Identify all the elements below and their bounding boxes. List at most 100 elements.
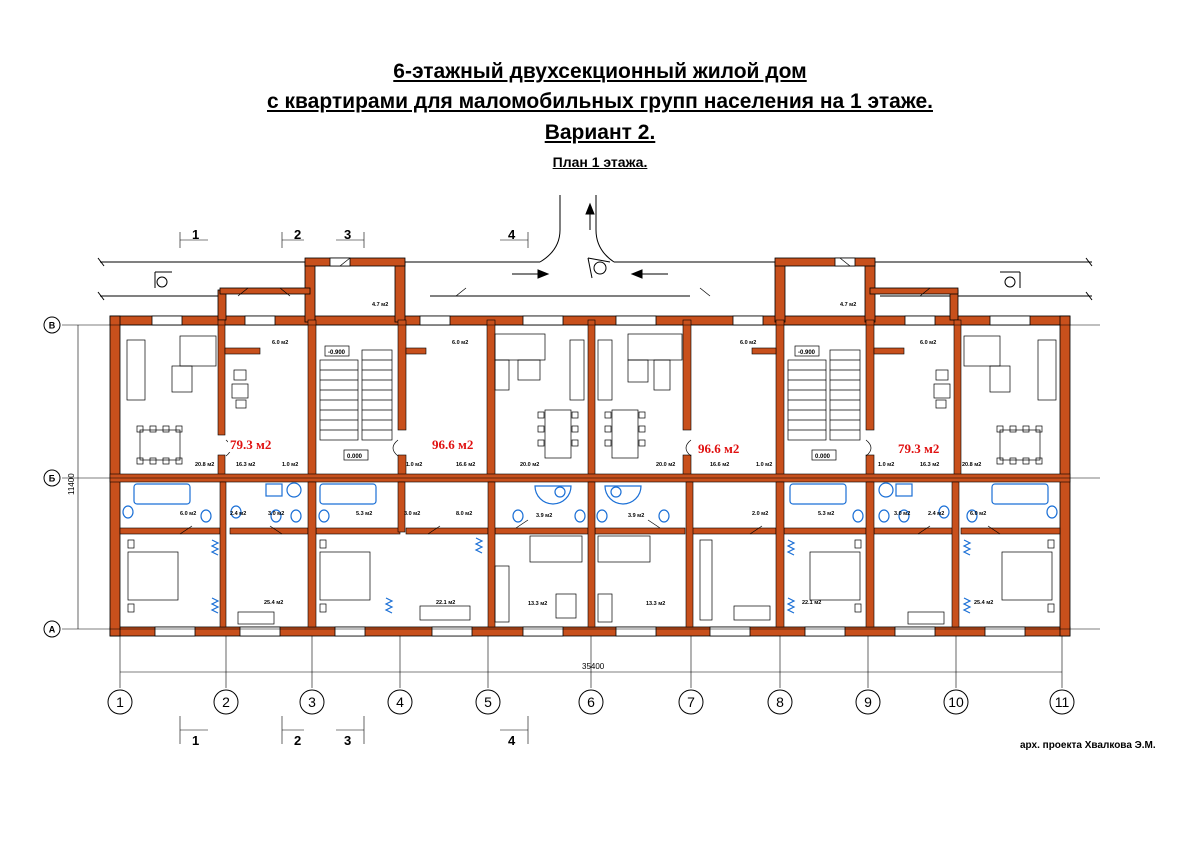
wheelchair-icon (1000, 271, 1021, 288)
room-area: 13.3 м2 (646, 601, 665, 607)
staircase-right (787, 345, 861, 461)
row-axis-label: Б (49, 474, 56, 484)
room-area: 2.0 м2 (752, 511, 768, 517)
room-area: 20.0 м2 (520, 462, 539, 468)
room-area: 3.0 м2 (894, 511, 910, 517)
level-mark: -0.900 (328, 350, 346, 356)
section-marker-top: 3 (344, 227, 351, 242)
room-area: 4.7 м2 (372, 302, 388, 308)
room-area: 13.3 м2 (528, 601, 547, 607)
doors (179, 257, 1001, 535)
room-area: 2.4 м2 (230, 511, 246, 517)
plumbing (122, 482, 1058, 614)
column-axis-label: 4 (396, 694, 404, 710)
room-area: 1.0 м2 (406, 462, 422, 468)
room-area: 4.7 м2 (840, 302, 856, 308)
room-area: 6.0 м2 (970, 511, 986, 517)
section-marker-top: 1 (192, 227, 199, 242)
room-area: 16.6 м2 (710, 462, 729, 468)
apartment-area: 79.3 м2 (898, 441, 939, 456)
room-area: 6.0 м2 (272, 340, 288, 346)
section-marker-bottom: 1 (192, 733, 199, 748)
column-axis-marker: 9 (855, 689, 881, 715)
room-area: 2.4 м2 (928, 511, 944, 517)
column-axis-marker: 4 (387, 689, 413, 715)
room-area: 5.3 м2 (818, 511, 834, 517)
street (97, 195, 1093, 301)
column-axis-label: 2 (222, 694, 230, 710)
column-axis-label: 11 (1055, 694, 1070, 710)
apartment-area: 79.3 м2 (230, 437, 271, 452)
row-axis-markers: А Б В (43, 316, 61, 638)
title-variant: Вариант 2. (544, 121, 656, 144)
column-axis-marker: 6 (578, 689, 604, 715)
section-marker-top: 2 (294, 227, 301, 242)
room-area: 25.4 м2 (264, 600, 283, 606)
room-area: 20.8 м2 (195, 462, 214, 468)
room-area: 3.9 м2 (536, 513, 552, 519)
room-area: 1.0 м2 (756, 462, 772, 468)
windows (151, 257, 1031, 637)
room-area: 3.9 м2 (628, 513, 644, 519)
section-marker-bottom: 4 (508, 733, 516, 748)
room-area: 6.0 м2 (180, 511, 196, 517)
apartment-area-labels: 79.3 м2 96.6 м2 96.6 м2 79.3 м2 (228, 436, 950, 456)
interior-walls (109, 319, 1071, 628)
column-axis-label: 8 (776, 694, 784, 710)
row-axis-marker: Б (43, 469, 61, 487)
room-area-labels: 4.7 м2 4.7 м2 6.0 м2 6.0 м2 6.0 м2 6.0 м… (180, 302, 993, 607)
room-area: 20.0 м2 (656, 462, 675, 468)
column-axis-label: 5 (484, 694, 492, 710)
section-marker-bottom: 2 (294, 733, 301, 748)
row-axis-marker: В (43, 316, 61, 334)
room-area: 8.0 м2 (456, 511, 472, 517)
column-axis-marker: 7 (678, 689, 704, 715)
title-line-1: 6-этажный двухсекционный жилой дом (393, 60, 807, 83)
room-area: 3.0 м2 (404, 511, 420, 517)
column-axis-label: 10 (948, 694, 964, 710)
room-area: 16.6 м2 (456, 462, 475, 468)
room-area: 25.4 м2 (974, 600, 993, 606)
section-marker-top: 4 (508, 227, 516, 242)
room-area: 6.0 м2 (740, 340, 756, 346)
room-area: 20.8 м2 (962, 462, 981, 468)
column-axis-marker: 8 (767, 689, 793, 715)
room-area: 5.3 м2 (356, 511, 372, 517)
column-axis-markers: 1 2 3 4 5 6 7 8 9 10 11 (107, 689, 1075, 715)
room-area: 22.1 м2 (802, 600, 821, 606)
stair-level-marks: -0.900 0.000 -0.900 0.000 (328, 350, 831, 460)
column-axis-marker: 11 (1049, 689, 1075, 715)
author-credit: арх. проекта Хвалкова Э.М. (1020, 740, 1156, 751)
apartment-area: 96.6 м2 (432, 437, 473, 452)
column-axis-label: 9 (864, 694, 872, 710)
column-axis-marker: 10 (943, 689, 969, 715)
column-axis-marker: 5 (475, 689, 501, 715)
wheelchair-icon (587, 257, 611, 279)
room-area: 6.0 м2 (452, 340, 468, 346)
column-axis-marker: 2 (213, 689, 239, 715)
level-mark: -0.900 (798, 350, 816, 356)
column-axis-label: 6 (587, 694, 595, 710)
column-axis-label: 1 (116, 694, 124, 710)
title-line-2: с квартирами для маломобильных групп нас… (267, 90, 933, 113)
row-axis-marker: А (43, 620, 61, 638)
level-mark: 0.000 (815, 454, 831, 460)
room-area: 6.0 м2 (920, 340, 936, 346)
furniture (126, 333, 1057, 625)
section-marker-bottom: 3 (344, 733, 351, 748)
row-axis-label: А (49, 625, 56, 635)
column-axis-label: 7 (687, 694, 695, 710)
plan-subtitle: План 1 этажа. (552, 154, 648, 170)
room-area: 16.3 м2 (236, 462, 255, 468)
apartment-area: 96.6 м2 (698, 441, 739, 456)
column-axis-label: 3 (308, 694, 316, 710)
row-axis-label: В (49, 321, 56, 331)
column-axis-marker: 3 (299, 689, 325, 715)
room-area: 22.1 м2 (436, 600, 455, 606)
grid-axes (62, 232, 1100, 744)
level-mark: 0.000 (347, 454, 363, 460)
room-area: 1.0 м2 (878, 462, 894, 468)
wheelchair-icon (154, 271, 172, 288)
overall-depth-dimension: 11400 (67, 473, 76, 495)
